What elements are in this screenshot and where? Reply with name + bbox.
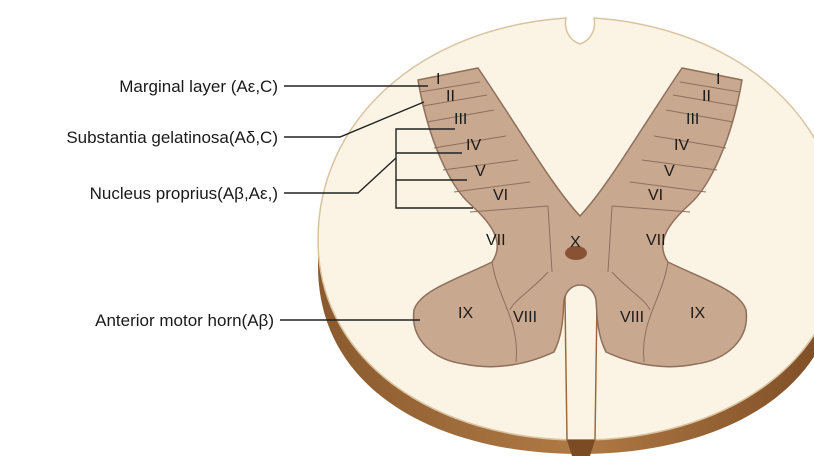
lamina-left-7: VII xyxy=(486,232,506,249)
lamina-left-2: II xyxy=(446,88,455,105)
lamina-left-8: VIII xyxy=(513,309,537,326)
lamina-left-5: V xyxy=(475,163,486,180)
lamina-center-10: X xyxy=(570,234,581,251)
lamina-right-5: V xyxy=(664,163,675,180)
lamina-right-9: IX xyxy=(690,305,705,322)
lamina-right-2: II xyxy=(702,88,711,105)
lamina-right-6: VI xyxy=(648,187,663,204)
lamina-left-1: I xyxy=(436,71,440,88)
label-anterior-motor-horn: Anterior motor horn(Aβ) xyxy=(95,311,274,330)
lamina-left-9: IX xyxy=(458,305,473,322)
anterior-median-fissure xyxy=(565,281,597,440)
lamina-left-4: IV xyxy=(466,137,481,154)
lamina-right-4: IV xyxy=(674,137,689,154)
lamina-left-3: III xyxy=(454,111,467,128)
lamina-right-1: I xyxy=(716,71,720,88)
lamina-right-8: VIII xyxy=(620,309,644,326)
label-nucleus-proprius: Nucleus proprius(Aβ,Aε,) xyxy=(90,184,278,203)
lamina-right-7: VII xyxy=(646,232,666,249)
label-substantia-gelatinosa: Substantia gelatinosa(Aδ,C) xyxy=(66,128,278,147)
lamina-right-3: III xyxy=(686,111,699,128)
lamina-left-6: VI xyxy=(493,187,508,204)
label-marginal-layer: Marginal layer (Aε,C) xyxy=(119,77,278,96)
